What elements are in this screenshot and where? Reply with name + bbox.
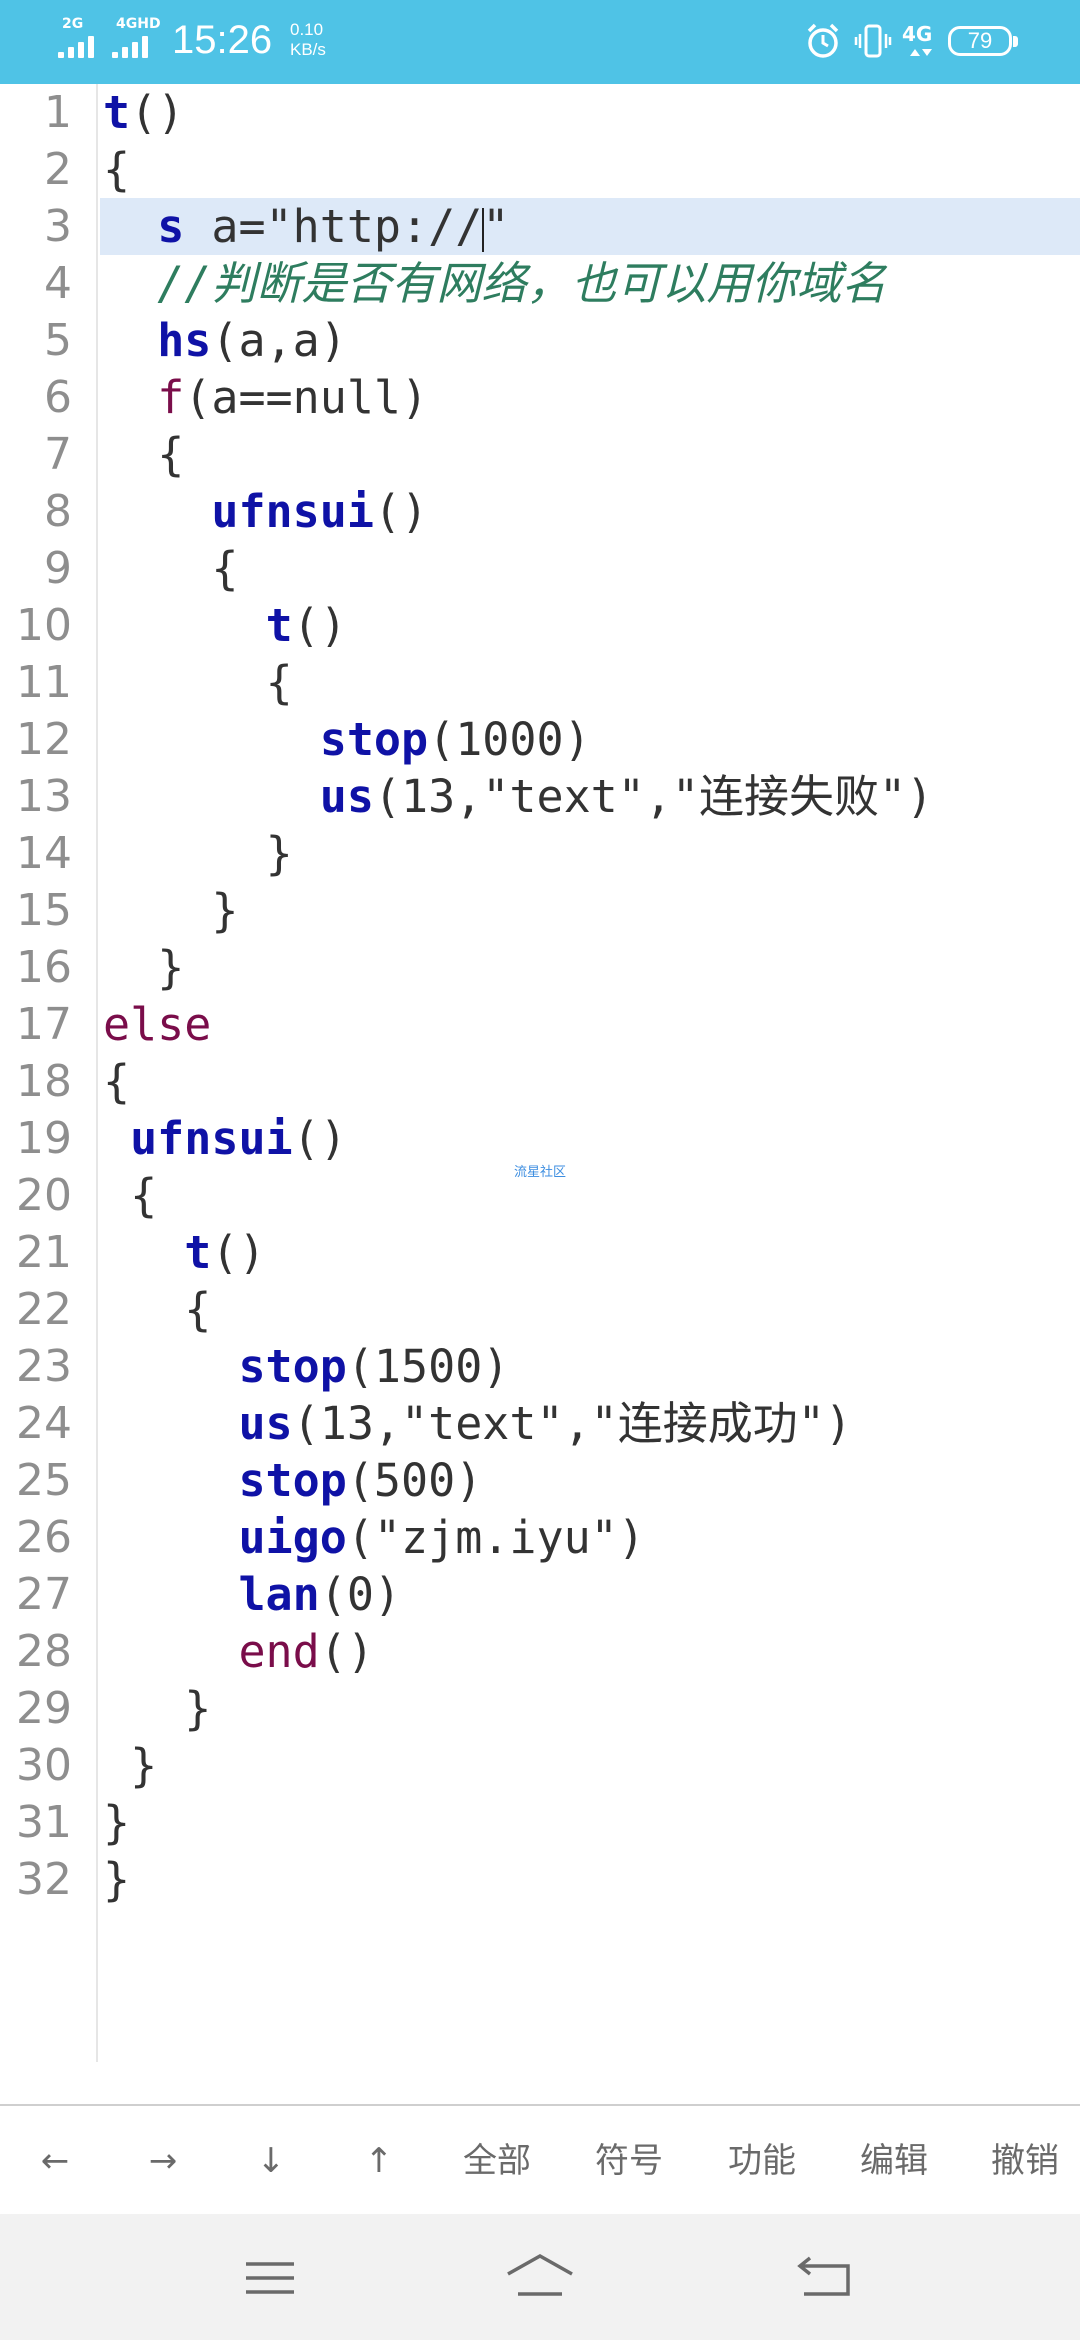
undo-button[interactable]: 撤销 [991, 2141, 1059, 2181]
cursor-right-button[interactable]: → [148, 2141, 178, 2181]
cursor-up-button[interactable]: ↑ [364, 2141, 394, 2181]
code-line-active[interactable]: 3 s a="http://" [0, 198, 1080, 255]
code-line[interactable]: 32} [0, 1851, 1080, 1908]
battery-icon: 79 [948, 26, 1018, 56]
code-comment: //判断是否有网络，也可以用你域名 [157, 257, 887, 310]
line-number: 26 [16, 1512, 72, 1563]
back-icon[interactable] [790, 2248, 860, 2308]
line-number: 12 [16, 714, 72, 765]
line-number: 7 [44, 429, 72, 480]
line-number: 24 [16, 1398, 72, 1449]
line-number: 2 [44, 144, 72, 195]
code-line[interactable]: 16 } [0, 939, 1080, 996]
line-number: 18 [16, 1056, 72, 1107]
cursor-down-button[interactable]: ↓ [256, 2141, 286, 2181]
status-bar: 2G 4GHD 15:26 0.10 KB/s 4G 79 [0, 0, 1080, 84]
home-icon[interactable] [504, 2248, 576, 2308]
code-line[interactable]: 30 } [0, 1737, 1080, 1794]
line-number: 9 [44, 543, 72, 594]
code-line[interactable]: 25 stop(500) [0, 1452, 1080, 1509]
code-line[interactable]: 2{ [0, 141, 1080, 198]
line-number: 5 [44, 315, 72, 366]
code-line[interactable]: 6 f(a==null) [0, 369, 1080, 426]
select-all-button[interactable]: 全部 [463, 2141, 531, 2181]
network-4g-icon: 4G [902, 20, 940, 60]
line-number: 4 [44, 258, 72, 309]
code-line[interactable]: 13 us(13,"text","连接失败") [0, 768, 1080, 825]
line-number: 30 [16, 1740, 72, 1791]
code-line[interactable]: 22 { [0, 1281, 1080, 1338]
edit-button[interactable]: 编辑 [860, 2141, 928, 2181]
line-number: 3 [44, 201, 72, 252]
line-number: 1 [44, 87, 72, 138]
watermark: 流星社区 [514, 1165, 567, 1180]
line-number: 31 [16, 1797, 72, 1848]
gutter-divider [96, 84, 98, 2062]
code-line[interactable]: 27 lan(0) [0, 1566, 1080, 1623]
line-number: 14 [16, 828, 72, 879]
alarm-icon [807, 23, 839, 58]
line-number: 27 [16, 1569, 72, 1620]
line-number: 20 [16, 1170, 72, 1221]
network-speed-value: 0.10 [290, 20, 324, 39]
cursor-left-button[interactable]: ← [40, 2141, 70, 2181]
code-line[interactable]: 28 end() [0, 1623, 1080, 1680]
line-number: 29 [16, 1683, 72, 1734]
code-line[interactable]: 11 { [0, 654, 1080, 711]
code-line[interactable]: 14 } [0, 825, 1080, 882]
line-number: 25 [16, 1455, 72, 1506]
line-number: 19 [16, 1113, 72, 1164]
code-line[interactable]: 5 hs(a,a) [0, 312, 1080, 369]
line-number: 10 [16, 600, 72, 651]
code-line[interactable]: 24 us(13,"text","连接成功") [0, 1395, 1080, 1452]
text-cursor [482, 208, 485, 252]
battery-level: 79 [967, 28, 993, 53]
code-line[interactable]: 26 uigo("zjm.iyu") [0, 1509, 1080, 1566]
line-number: 11 [16, 657, 72, 708]
symbols-button[interactable]: 符号 [595, 2141, 663, 2181]
vibrate-icon [854, 24, 892, 58]
code-line[interactable]: 9 { [0, 540, 1080, 597]
code-line[interactable]: 31} [0, 1794, 1080, 1851]
status-time: 15:26 [172, 18, 273, 62]
line-number: 23 [16, 1341, 72, 1392]
line-number: 21 [16, 1227, 72, 1278]
code-line[interactable]: 7 { [0, 426, 1080, 483]
code-line[interactable]: 20 { [0, 1167, 1080, 1224]
navigation-bar [0, 2214, 1080, 2340]
code-line[interactable]: 12 stop(1000) [0, 711, 1080, 768]
code-line[interactable]: 23 stop(1500) [0, 1338, 1080, 1395]
functions-button[interactable]: 功能 [728, 2141, 796, 2181]
line-number: 15 [16, 885, 72, 936]
editor-toolbar: ← → ↓ ↑ 全部 符号 功能 编辑 撤销 [0, 2104, 1080, 2216]
code-line[interactable]: 21 t() [0, 1224, 1080, 1281]
line-number: 22 [16, 1284, 72, 1335]
line-number: 8 [44, 486, 72, 537]
network-speed: 0.10 KB/s [290, 20, 326, 60]
line-number: 32 [16, 1854, 72, 1905]
network-speed-unit: KB/s [290, 40, 326, 59]
menu-icon[interactable] [240, 2248, 300, 2308]
line-number: 6 [44, 372, 72, 423]
line-number: 28 [16, 1626, 72, 1677]
line-number: 16 [16, 942, 72, 993]
code-line[interactable]: 18{ [0, 1053, 1080, 1110]
active-line-highlight [100, 198, 1080, 255]
line-number: 13 [16, 771, 72, 822]
line-number: 17 [16, 999, 72, 1050]
code-line[interactable]: 19 ufnsui() [0, 1110, 1080, 1167]
code-line[interactable]: 29 } [0, 1680, 1080, 1737]
code-line[interactable]: 8 ufnsui() [0, 483, 1080, 540]
code-line[interactable]: 10 t() [0, 597, 1080, 654]
code-line[interactable]: 4 //判断是否有网络，也可以用你域名 [0, 255, 1080, 312]
code-line[interactable]: 15 } [0, 882, 1080, 939]
